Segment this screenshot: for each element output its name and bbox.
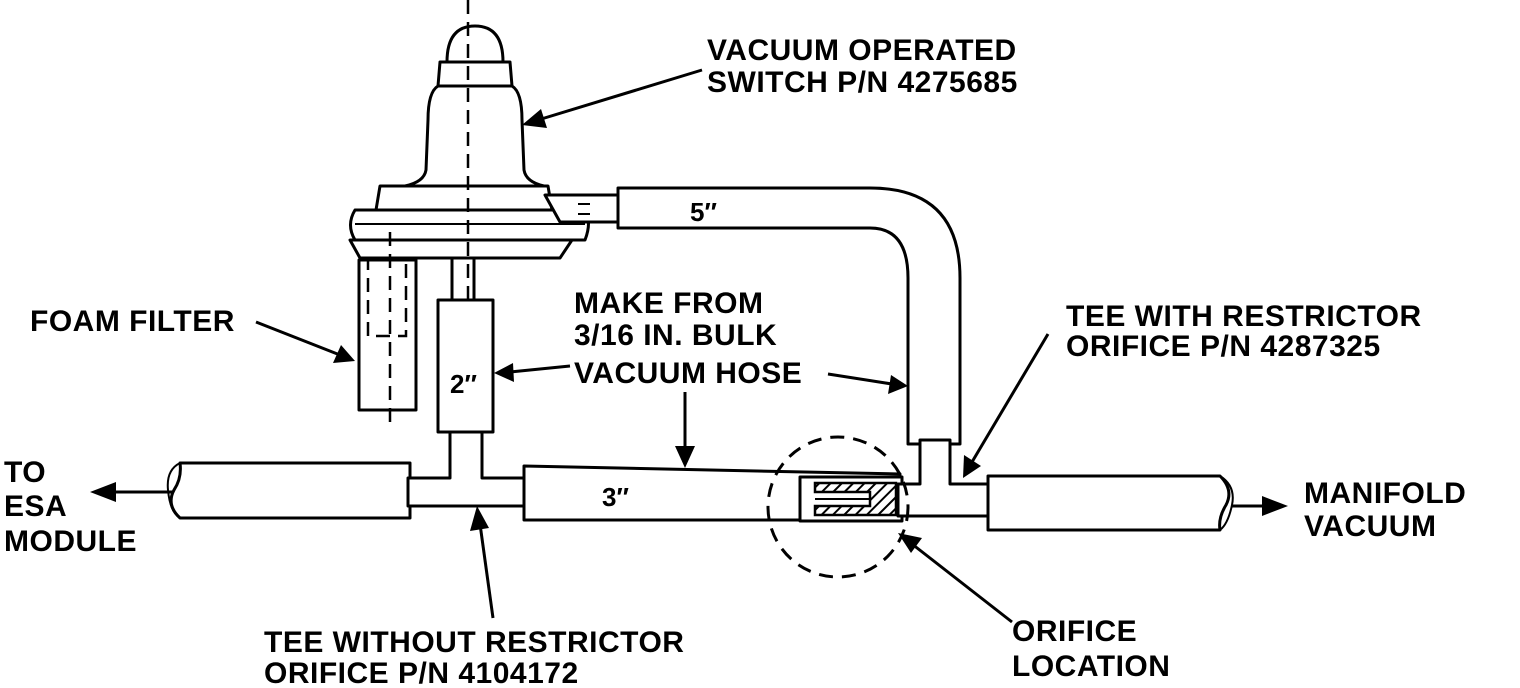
label-foam-filter: FOAM FILTER [30,305,235,338]
flow-arrow-to-esa [90,482,172,502]
foam-filter [357,232,418,430]
esa-module-hose [166,461,412,520]
leader-5in-hose [827,372,908,394]
tee-without-restrictor [406,430,530,508]
leader-tee-with-restrictor [963,333,1050,478]
leader-foam-filter [255,320,355,363]
leader-orifice-location [898,533,1013,624]
label-tee-with-restrictor: TEE WITH RESTRICTOR ORIFICE P/N 4287325 [1066,300,1430,363]
leader-tee-without-restrictor [470,506,495,619]
label-manifold-vacuum: MANIFOLD VACUUM [1304,477,1475,543]
label-vacuum-switch: VACUUM OPERATED SWITCH P/N 4275685 [707,34,1026,99]
leader-2in-hose [494,363,571,382]
label-tee-without-restrictor: TEE WITHOUT RESTRICTOR ORIFICE P/N 41041… [264,626,693,688]
flow-arrow-to-manifold [1232,496,1288,516]
label-orifice-location: ORIFICE LOCATION [1012,615,1170,683]
hose-length-5in: 5″ [690,197,717,227]
leader-3in-hose [675,392,695,468]
leader-vacuum-switch [522,68,703,128]
label-make-from: MAKE FROM 3/16 IN. BULK VACUUM HOSE [574,287,802,390]
vacuum-operated-switch [348,0,624,430]
five-inch-hose: 5″ [616,186,962,446]
manifold-vacuum-hose [986,474,1234,532]
orifice-insert [798,475,904,523]
hose-length-2in: 2″ [450,369,477,399]
hose-length-3in: 3″ [602,482,629,512]
two-inch-hose: 2″ [436,298,495,434]
tee-with-restrictor [896,438,992,518]
orifice-location-circle [766,435,910,579]
label-to-esa-module: TO ESA MODULE [4,456,137,558]
